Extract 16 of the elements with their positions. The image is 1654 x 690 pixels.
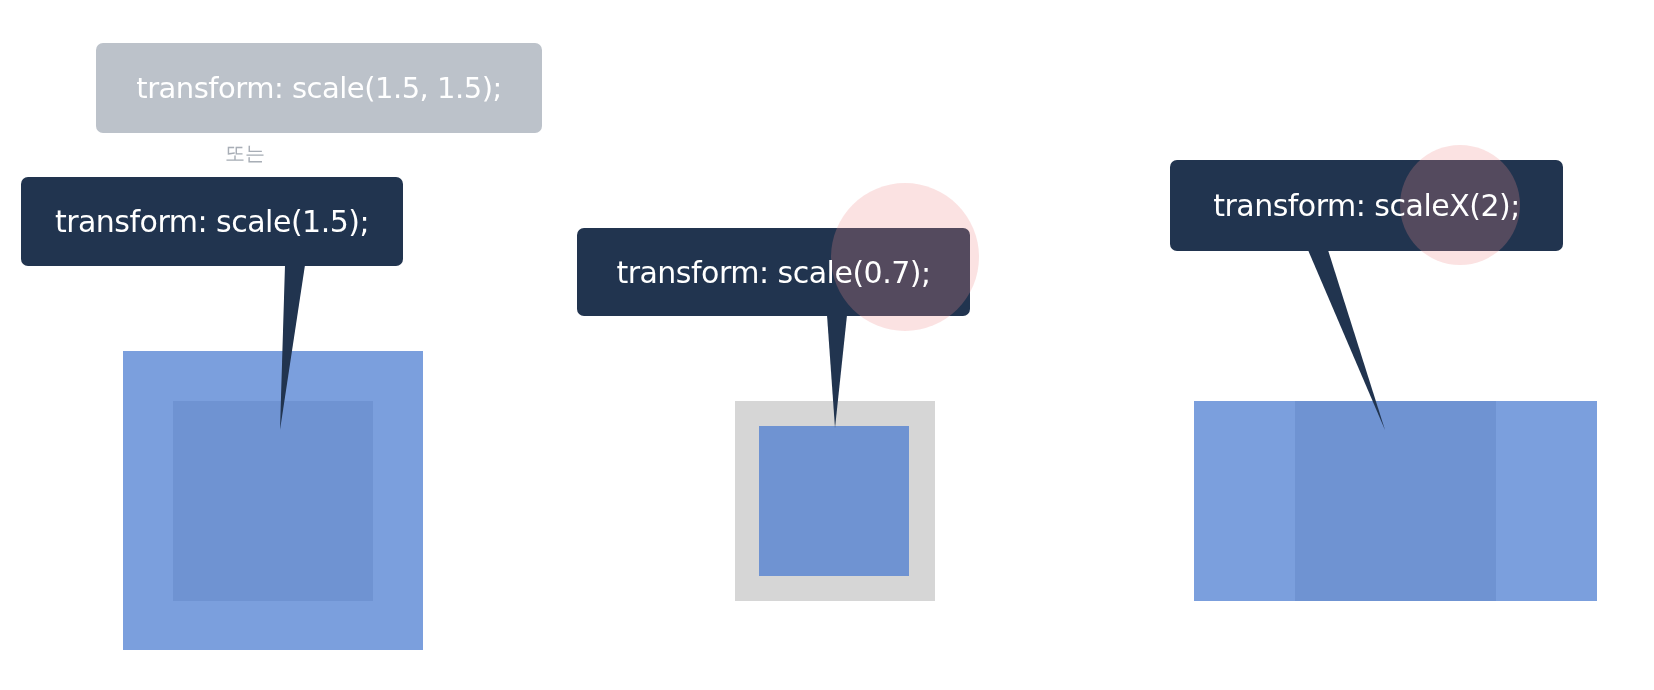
scaled-square — [123, 351, 423, 650]
code-text: transform: scaleX(2); — [1213, 188, 1520, 223]
original-square-outline — [735, 401, 935, 601]
code-text: transform: scale(1.5, 1.5); — [136, 71, 502, 105]
code-text: transform: scale(0.7); — [616, 254, 931, 290]
stretched-rectangle — [1194, 401, 1597, 601]
code-box — [96, 43, 542, 133]
original-square — [173, 401, 373, 601]
code-text: transform: scale(1.5); — [54, 204, 370, 239]
callout-pointer — [1308, 250, 1385, 430]
tooltip-callout — [577, 228, 970, 316]
original-square — [1295, 401, 1496, 601]
tooltip-callout — [21, 177, 403, 266]
scaled-square — [759, 426, 909, 576]
callout-pointer — [280, 265, 305, 430]
or-text: 또는 — [225, 140, 265, 167]
